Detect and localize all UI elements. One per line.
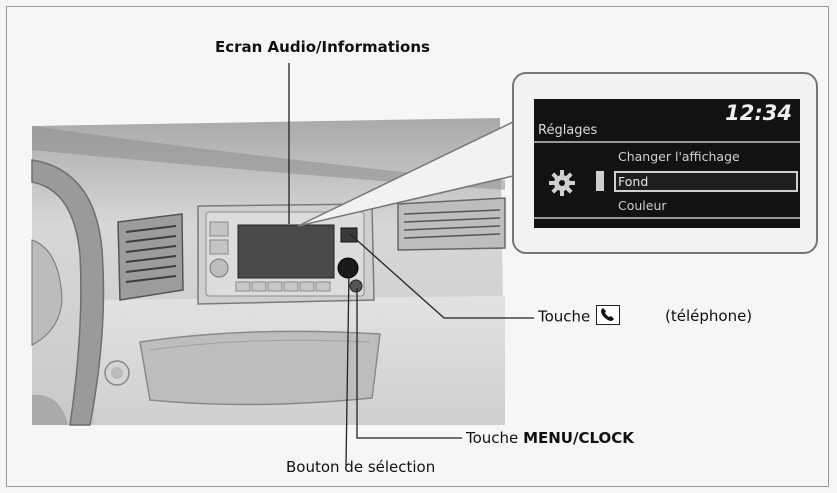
right-air-vent xyxy=(398,198,505,250)
left-air-vent xyxy=(118,214,183,300)
phone-key-callout-label: Touche xyxy=(538,307,620,327)
clock-display: 12:34 xyxy=(725,101,792,125)
menu-item-color[interactable]: Couleur xyxy=(618,198,667,213)
menu-scroll-indicator xyxy=(596,171,604,191)
menu-item-background[interactable]: Fond xyxy=(618,174,648,189)
phone-key-prefix: Touche xyxy=(538,308,590,326)
phone-icon xyxy=(596,305,620,325)
gear-icon xyxy=(548,169,576,197)
selector-knob-callout-label: Bouton de sélection xyxy=(286,458,435,476)
audio-info-screen xyxy=(238,225,334,278)
bottom-divider xyxy=(534,217,800,219)
settings-menu-title: Réglages xyxy=(538,123,597,138)
screen-callout-label: Ecran Audio/Informations xyxy=(215,38,430,56)
panel-phone-button xyxy=(341,228,357,242)
panel-selector-knob xyxy=(338,258,358,278)
menu-key-prefix: Touche xyxy=(466,429,518,447)
menu-key-name: MENU/CLOCK xyxy=(523,429,634,447)
menu-item-change-display[interactable]: Changer l'affichage xyxy=(618,149,740,164)
inset-screen: 12:34 Réglages Changer l'affichage Fond … xyxy=(534,99,800,228)
menu-clock-callout-label: Touche MENU/CLOCK xyxy=(466,429,634,447)
phone-key-suffix: (téléphone) xyxy=(665,307,752,325)
title-divider xyxy=(534,141,800,143)
panel-menu-clock-button xyxy=(350,280,362,292)
